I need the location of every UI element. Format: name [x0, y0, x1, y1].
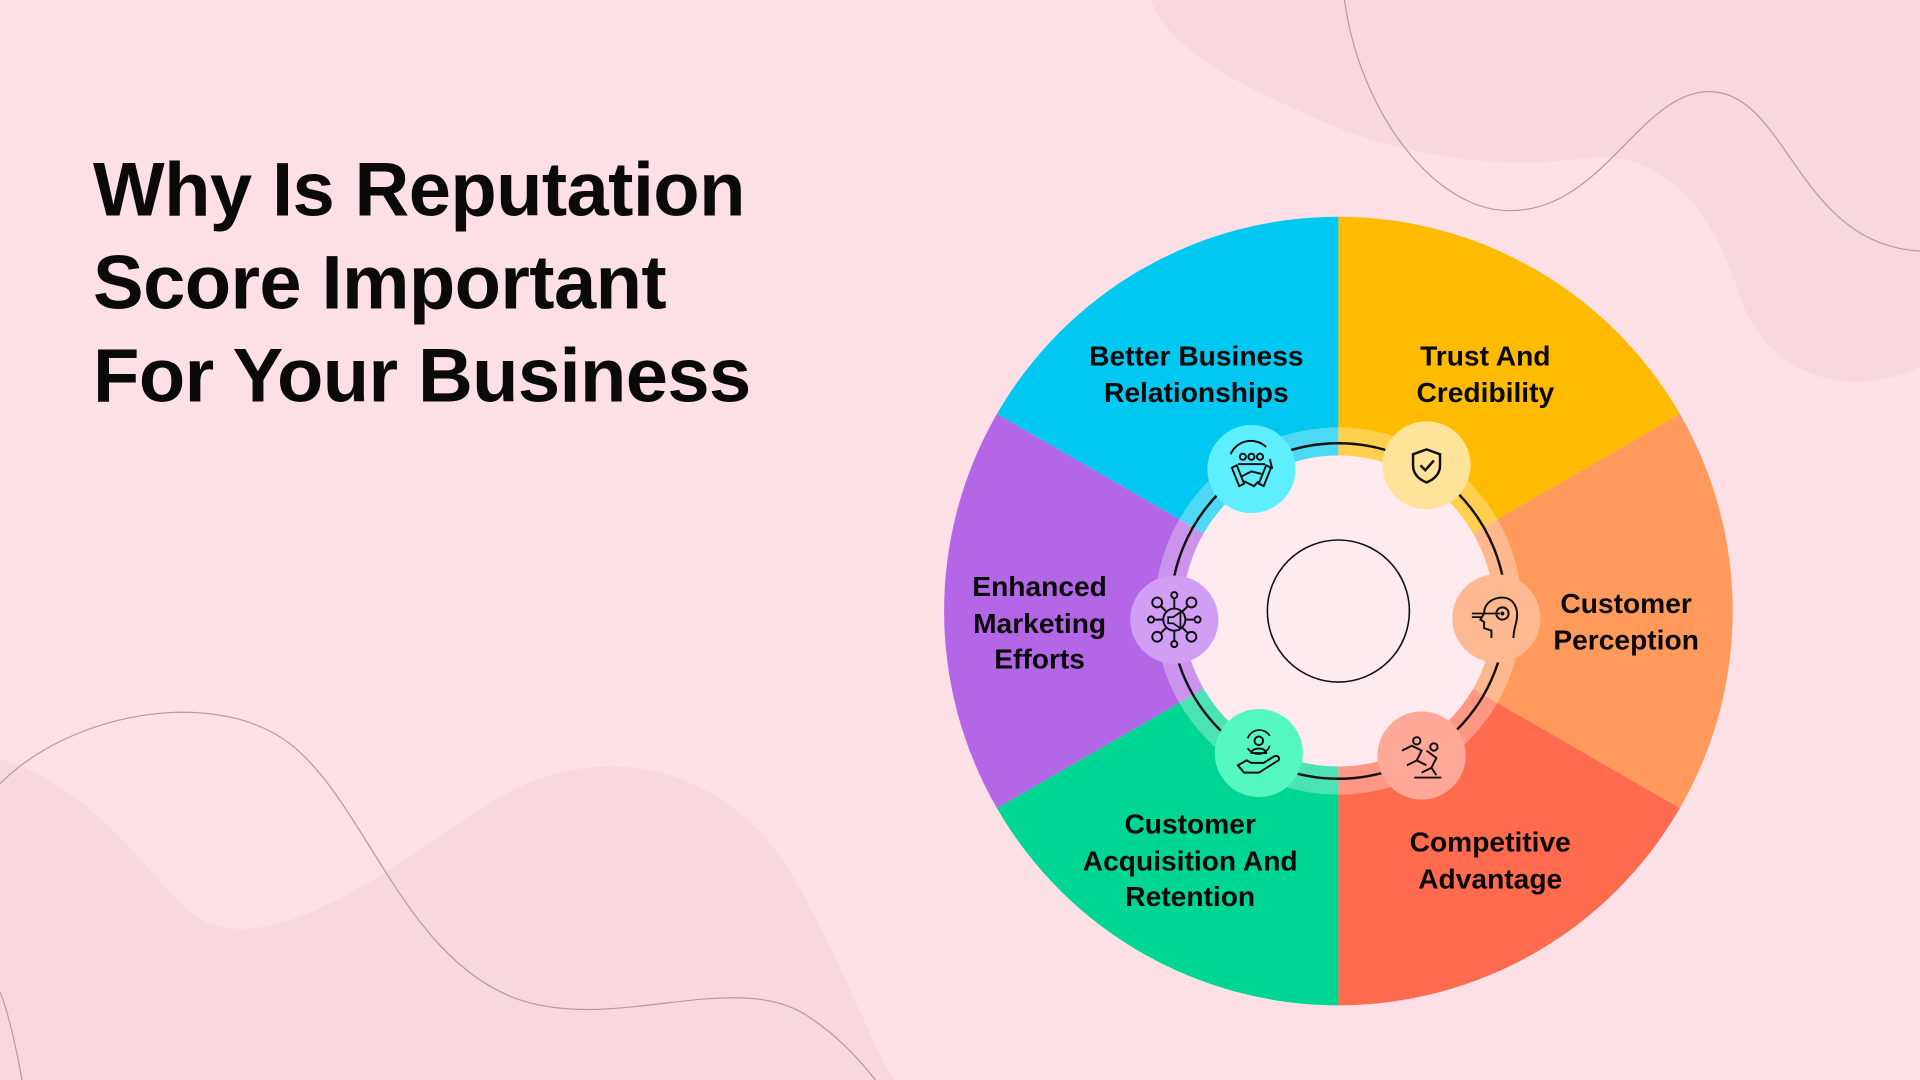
label-line: Enhanced	[972, 570, 1107, 603]
title-line: For Your Business	[93, 334, 751, 419]
label-line: Retention	[1125, 880, 1256, 912]
hand-user-cycle-icon	[1214, 708, 1303, 798]
label-line: Efforts	[994, 642, 1085, 675]
curve-top-right	[1343, 0, 1920, 252]
label-line: Customer	[1560, 587, 1692, 619]
label-line: Customer	[1124, 807, 1256, 840]
megaphone-network-icon	[1130, 575, 1219, 664]
label-line: Credibility	[1416, 375, 1555, 408]
title-line: Score Important	[93, 241, 667, 326]
label-line: Perception	[1553, 623, 1699, 656]
label-line: Relationships	[1104, 375, 1289, 408]
curve-bottom-left-2	[0, 991, 23, 1080]
label-line: Competitive	[1409, 825, 1571, 858]
label-line: Marketing	[973, 606, 1107, 639]
title-line: Why Is Reputation	[93, 148, 745, 233]
label-line: Better Business	[1089, 339, 1304, 372]
head-target-icon	[1452, 574, 1541, 663]
blob-bottom-left	[0, 759, 894, 1080]
label-line: Trust And	[1420, 339, 1551, 372]
runners-icon	[1377, 711, 1466, 800]
page-title: Why Is Reputation Score Important For Yo…	[93, 144, 751, 423]
center-circle	[1266, 539, 1411, 683]
inner-disc	[1182, 455, 1494, 767]
blob-top-right	[1151, 0, 1920, 382]
label-line: Advantage	[1418, 862, 1563, 894]
shield-check-icon	[1382, 421, 1471, 510]
label-line: Acquisition And	[1082, 843, 1298, 876]
curve-bottom-left	[0, 711, 876, 1080]
handshake-group-icon	[1207, 424, 1296, 514]
